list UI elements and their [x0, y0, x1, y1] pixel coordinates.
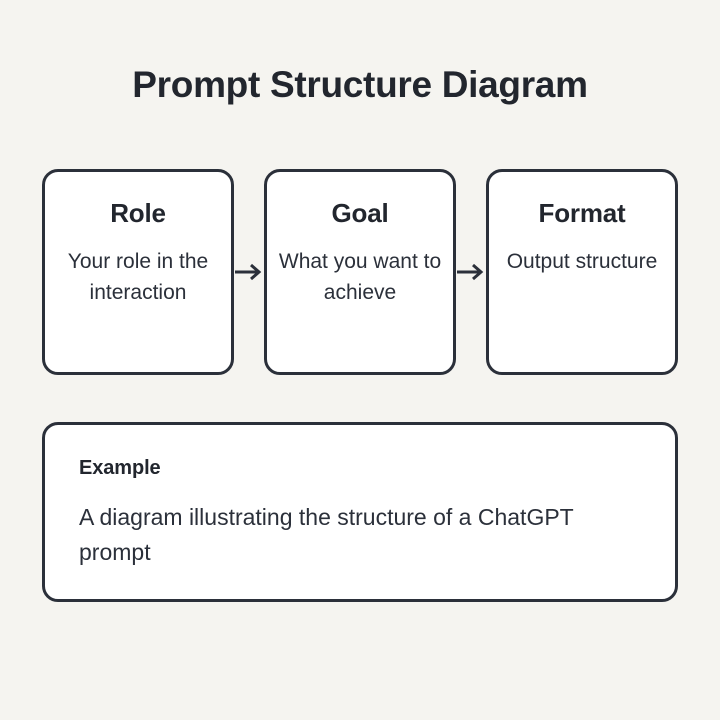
step-title-format: Format — [538, 198, 626, 228]
step-box-role[interactable]: Role Your role in the interaction — [42, 169, 234, 375]
connector-goal-to-format — [456, 169, 486, 375]
connector-role-to-goal — [234, 169, 264, 375]
page-title: Prompt Structure Diagram — [132, 64, 588, 105]
step-description-format: Output structure — [506, 250, 658, 273]
example-label: Example — [79, 457, 161, 479]
step-title-role: Role — [110, 198, 166, 228]
step-description-role: Your role in the interaction — [67, 250, 209, 304]
step-box-format[interactable]: Format Output structure — [486, 169, 678, 375]
arrow-right-icon — [456, 262, 486, 282]
step-title-goal: Goal — [331, 198, 389, 228]
example-text: A diagram illustrating the structure of … — [79, 504, 574, 565]
example-box[interactable]: Example A diagram illustrating the struc… — [42, 422, 678, 602]
step-description-goal: What you want to achieve — [278, 250, 442, 304]
step-box-goal[interactable]: Goal What you want to achieve — [264, 169, 456, 375]
steps-row: Role Your role in the interaction Goal W… — [42, 169, 678, 375]
arrow-right-icon — [234, 262, 264, 282]
